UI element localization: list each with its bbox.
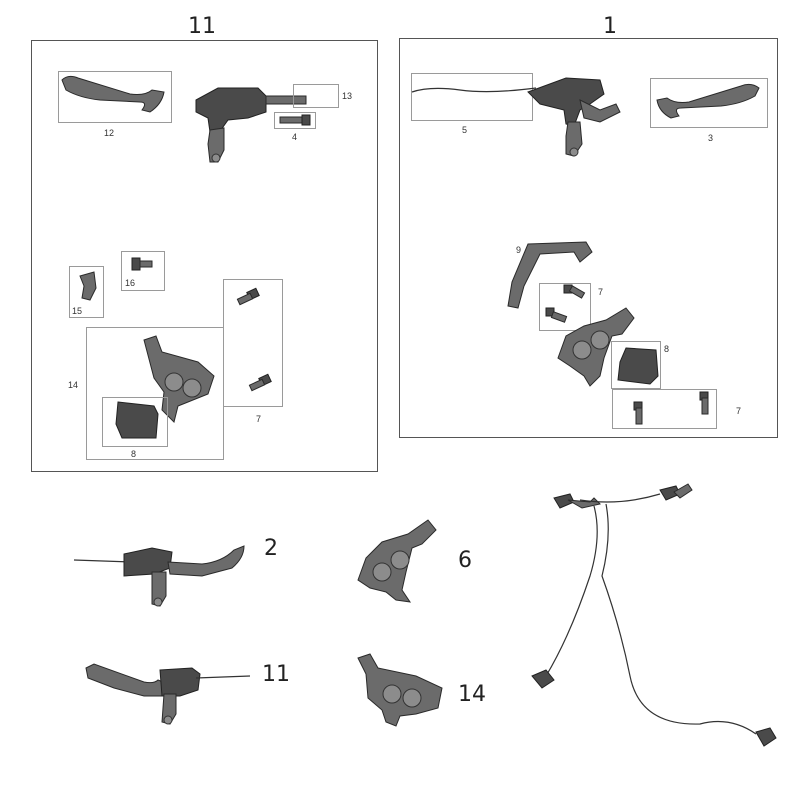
callout-box-15	[69, 266, 104, 318]
callout-box-7-upper	[539, 283, 591, 331]
callout-5: 5	[462, 125, 468, 135]
hose-part	[411, 87, 537, 93]
callout-12: 12	[104, 128, 115, 138]
callout-box-12	[58, 71, 172, 123]
hose-guide-part	[507, 241, 593, 309]
callout-13: 13	[342, 91, 353, 101]
callout-7-upper: 7	[598, 287, 604, 297]
bolt-part	[545, 307, 568, 323]
bracket-part	[79, 271, 97, 301]
callout-box-7-lower	[612, 389, 717, 429]
callout-7-lower: 7	[736, 406, 742, 416]
callout-9: 9	[516, 245, 522, 255]
assembly-14-part	[357, 653, 443, 727]
callout-14: 14	[68, 380, 79, 390]
callout-box-8-left	[102, 397, 168, 447]
assembly-11-label: 11	[262, 662, 290, 687]
assembly-6-part	[357, 519, 437, 603]
brake-lever-part	[61, 75, 165, 113]
caliper-part	[557, 307, 635, 387]
assembly-14-label: 14	[458, 682, 486, 707]
callout-3: 3	[708, 133, 714, 143]
callout-box-3	[650, 78, 768, 128]
master-cylinder-part	[195, 87, 307, 163]
assembly-2-part	[73, 545, 245, 607]
assembly-6-label: 6	[458, 548, 472, 573]
group-1-frame	[399, 38, 778, 438]
assembly-2-label: 2	[264, 536, 278, 561]
callout-7-left: 7	[256, 414, 262, 424]
pin-part	[279, 114, 311, 126]
bolt-part	[248, 373, 272, 392]
assembly-11-part	[85, 663, 251, 725]
caliper-part	[143, 335, 215, 423]
group-1-title: 1	[603, 14, 617, 39]
callout-15: 15	[72, 306, 83, 316]
group-11-frame	[31, 40, 378, 472]
brake-lever-part	[656, 83, 760, 119]
group-11-title: 11	[188, 14, 216, 39]
bolt-part	[699, 391, 709, 415]
bolt-part	[563, 284, 586, 299]
callout-box-4	[274, 112, 316, 129]
brake-pad-part	[617, 347, 659, 385]
bolt-part	[633, 401, 643, 425]
callout-box-13	[293, 84, 339, 108]
callout-box-7-left	[223, 279, 283, 407]
callout-16: 16	[125, 278, 136, 288]
bolt-part	[236, 287, 260, 306]
brake-pad-part	[115, 401, 159, 439]
callout-4: 4	[292, 132, 298, 142]
screw-part	[131, 257, 153, 271]
callout-box-16	[121, 251, 165, 291]
master-cylinder-part	[527, 77, 621, 157]
callout-8-right: 8	[664, 344, 670, 354]
callout-box-8-right	[611, 341, 661, 389]
callout-8-left: 8	[131, 449, 137, 459]
full-brake-system-part	[531, 483, 777, 747]
